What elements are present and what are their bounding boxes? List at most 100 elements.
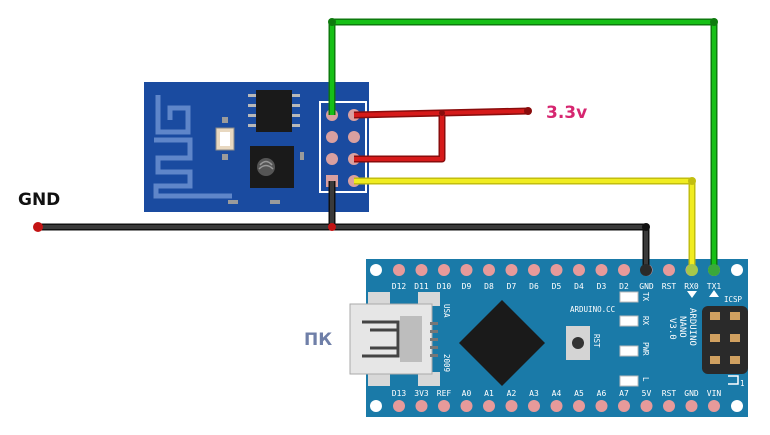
nano-top-pin <box>415 264 428 276</box>
nano-top-pin-label: GND <box>639 282 654 291</box>
nano-bottom-pin <box>528 400 540 412</box>
wire-green <box>330 20 716 270</box>
v33-label: 3.3v <box>546 103 587 123</box>
flash-chip <box>256 90 292 132</box>
led-label-tx: TX <box>641 292 650 302</box>
nano-top-pin-label: D11 <box>414 282 429 291</box>
icsp-header <box>702 306 748 374</box>
nano-bottom-pin-label: RST <box>662 389 677 398</box>
model-line-3: V3.0 <box>667 318 677 340</box>
nano-top-pin-label: D12 <box>392 282 407 291</box>
nano-top-pin <box>460 264 473 276</box>
mount-hole <box>731 400 743 412</box>
nano-top-pins <box>393 264 720 276</box>
nano-top-pin-label: D6 <box>529 282 539 291</box>
nano-top-pin-label: D10 <box>437 282 452 291</box>
pc-label: ПК <box>304 330 332 350</box>
nano-top-pin-label: D2 <box>619 282 629 291</box>
nano-bottom-pin <box>393 400 405 412</box>
nano-top-pin-label: D5 <box>552 282 562 291</box>
nano-bottom-pin-label: D13 <box>392 389 407 398</box>
gnd-endpoint <box>33 222 43 232</box>
nano-bottom-labels: D13 3V3 REF A0 A1 A2 A3 A4 A5 A6 A7 5V RST GND VIN <box>392 389 722 398</box>
espressif-logo-icon <box>257 158 275 176</box>
nano-bottom-pin <box>708 400 720 412</box>
nano-top-pin-label: D4 <box>574 282 584 291</box>
nano-top-labels: D12 D11 D10 D9 D8 D7 D6 D5 D4 D3 D2 GND RST RX0 TX1 <box>392 282 722 291</box>
nano-bottom-pin-label: A1 <box>484 389 494 398</box>
pwr-led <box>619 345 639 357</box>
nano-top-pin-label: D9 <box>462 282 472 291</box>
nano-top-pin-label: RX0 <box>684 282 699 291</box>
flash-chip-pins <box>248 94 300 127</box>
nano-bottom-pin-label: A0 <box>462 389 472 398</box>
nano-bottom-pin <box>505 400 518 412</box>
gnd-label: GND <box>18 190 60 210</box>
nano-top-pin <box>438 264 450 276</box>
nano-bottom-pin <box>685 400 698 412</box>
nano-bottom-pin-label: A5 <box>574 389 584 398</box>
nano-bottom-pin-label: VIN <box>707 389 722 398</box>
antenna-trace <box>153 95 232 199</box>
esp01-header <box>319 101 367 193</box>
nano-top-pin-label: RST <box>662 282 677 291</box>
mount-hole <box>370 400 382 412</box>
nano-bottom-pin <box>640 400 653 412</box>
nano-top-pin <box>618 264 630 276</box>
led-label-rx: RX <box>641 316 650 326</box>
nano-bottom-pin <box>415 400 428 412</box>
nano-bottom-pin <box>663 400 675 412</box>
year-label: 2009 <box>442 354 451 372</box>
wires <box>33 18 718 270</box>
nano-bottom-pin-label: A3 <box>529 389 539 398</box>
nano-top-pin <box>528 264 540 276</box>
nano-bottom-pin <box>595 400 608 412</box>
nano-bottom-pin <box>573 400 585 412</box>
rx-led <box>619 315 639 327</box>
led-label-pwr: PWR <box>641 342 650 356</box>
icsp-pin1-label: 1 <box>740 379 745 388</box>
nano-bottom-pin-label: A2 <box>507 389 517 398</box>
nano-top-pin-label: D8 <box>484 282 494 291</box>
nano-top-pin <box>573 264 585 276</box>
nano-top-pin <box>483 264 495 276</box>
nano-top-pin <box>663 264 675 276</box>
mount-hole <box>370 264 382 276</box>
nano-top-pin-label: TX1 <box>707 282 722 291</box>
usa-label: USA <box>442 304 451 318</box>
tx-arrow-icon <box>709 290 719 297</box>
tx-led <box>619 291 639 303</box>
rx-arrow-icon <box>687 291 697 298</box>
model-line-1: ARDUINO <box>687 308 697 346</box>
nano-bottom-pin-label: GND <box>684 389 699 398</box>
model-line-2: NANO <box>677 316 687 338</box>
icsp-label: ICSP <box>724 295 743 304</box>
nano-bottom-pin <box>460 400 473 412</box>
nano-bottom-pin <box>483 400 495 412</box>
nano-bottom-pin <box>438 400 450 412</box>
nano-top-pin <box>550 264 563 276</box>
nano-top-pin <box>505 264 518 276</box>
l-led <box>619 375 639 387</box>
nano-top-pin-label: D3 <box>597 282 607 291</box>
nano-bottom-pin-label: 5V <box>642 389 652 398</box>
mount-hole <box>731 264 743 276</box>
nano-top-pin <box>595 264 608 276</box>
nano-top-pin-label: D7 <box>507 282 517 291</box>
nano-bottom-pin-label: REF <box>437 389 452 398</box>
nano-bottom-pin-label: 3V3 <box>414 389 429 398</box>
nano-bottom-pin <box>618 400 630 412</box>
led-label-l: L <box>641 377 650 382</box>
atmega-chip <box>459 300 545 386</box>
wire-red <box>353 109 529 161</box>
rst-label: RST <box>592 334 601 348</box>
nano-bottom-pin-label: A6 <box>597 389 607 398</box>
nano-top-pin <box>393 264 405 276</box>
nano-bottom-pin-label: A7 <box>619 389 629 398</box>
nano-bottom-pin <box>550 400 563 412</box>
nano-bottom-pin-label: A4 <box>552 389 562 398</box>
nano-bottom-pins <box>393 400 720 412</box>
brand-label: ARDUINO.CC <box>570 305 615 314</box>
